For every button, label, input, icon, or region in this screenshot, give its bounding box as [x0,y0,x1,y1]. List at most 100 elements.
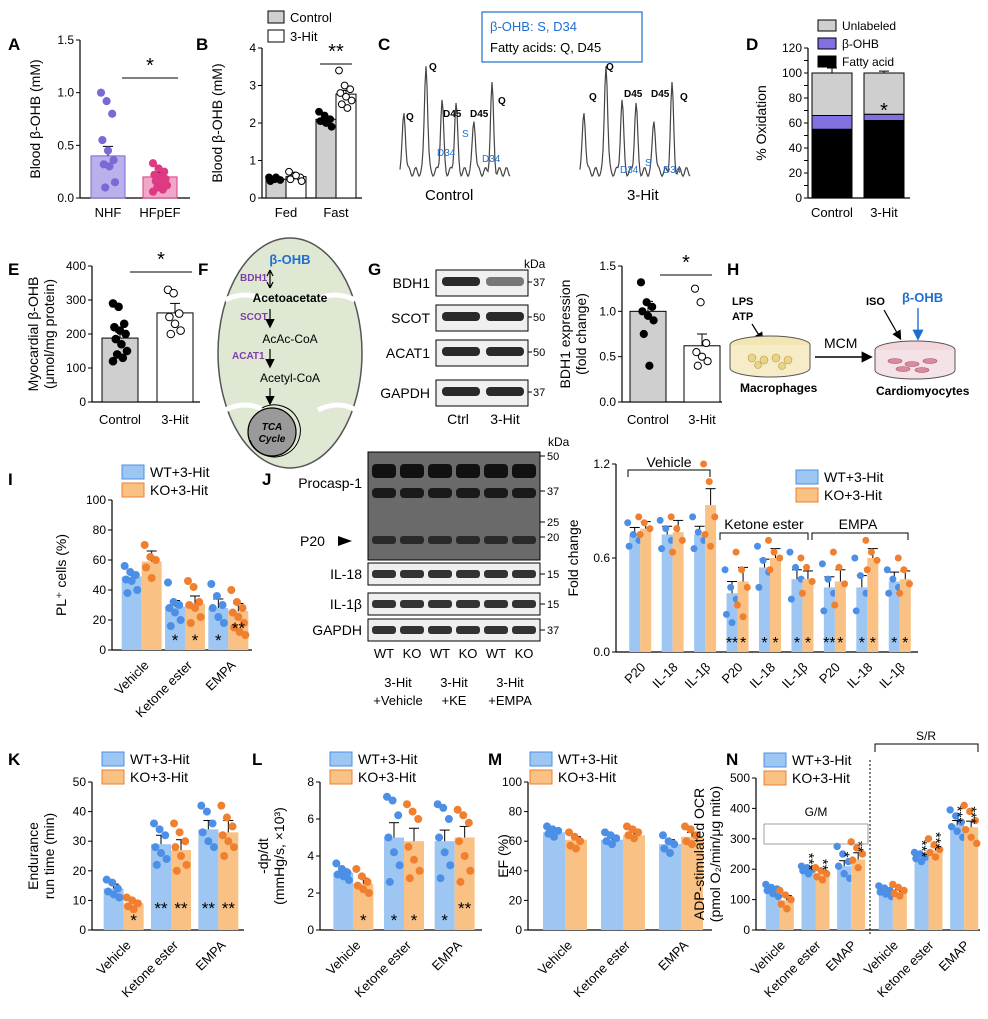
legend-label-wt: WT+3-Hit [150,464,210,480]
data-point [459,811,468,820]
data-point [666,849,674,858]
bar [888,581,900,652]
data-point [228,822,237,831]
legend-swatch-ko [529,769,553,785]
bar [765,890,780,930]
data-point [839,850,847,858]
blot-marker-label: 50 [533,312,545,324]
peak-q: Q [589,92,597,103]
data-point [766,566,774,574]
peak-q: Q [498,96,506,107]
significance-star: ** [458,899,472,918]
bar [759,567,770,652]
data-point [733,601,741,609]
blot-marker-label: 25 [547,517,559,529]
bar [629,534,641,652]
x-tick-label: Vehicle [323,938,363,978]
data-point [151,556,160,564]
data-point [831,601,839,609]
legend-swatch-ko [763,770,787,786]
data-point [166,622,175,630]
legend-label-wt: WT+3-Hit [558,751,618,767]
blot-protein-label: GAPDH [312,622,362,638]
legend-swatch-fatty-acid [817,55,837,68]
group-bracket-vehicle [627,469,711,477]
data-point [787,895,795,904]
data-point [198,828,207,837]
significance-star: ** [154,899,168,918]
y-tick-label: 0.0 [57,191,74,205]
data-point [754,542,761,550]
y-tick-label: 8 [307,775,314,789]
data-point [131,571,140,579]
data-point [702,338,711,348]
chromatogram-key-fatty: Fatty acids: Q, D45 [490,40,601,55]
data-point [799,867,807,875]
y-tick-label: 60 [509,834,523,848]
data-point [565,828,573,837]
data-point [572,844,580,853]
data-point [105,162,114,171]
panel-letter-i: I [8,470,13,489]
data-point [755,583,763,591]
panel-letter-b: B [196,35,208,54]
blot-lane-label: WT [486,646,506,661]
peak-labels: Q Q D45 D45 Q Q Q D45 D45 Q [406,62,688,123]
significance-star: * [172,631,179,650]
bar [867,558,879,652]
legend-label-3hit: 3-Hit [290,29,318,44]
blot-band [428,464,452,478]
chromatogram-trace-control [399,66,511,178]
blot-group-label: 3-Hit [496,675,524,690]
panel-letter-k: K [8,750,21,769]
x-tick-label: EMPA [429,937,465,973]
data-point [727,583,735,591]
data-point [165,604,174,612]
y-tick-label: 0 [79,923,86,937]
data-point [820,607,828,615]
significance-star: *** [963,806,980,824]
blot-protein-label: SCOT [391,310,430,326]
blot-band [512,626,536,634]
legend-swatch-wt [329,751,353,767]
x-tick-label: HFpEF [139,205,180,220]
data-point [550,832,558,841]
data-point [436,874,445,883]
blot-group-label: 3-Hit [384,675,412,690]
data-point [121,329,130,339]
data-point [148,159,158,168]
scheme-mcm: MCM [824,335,857,351]
group-label: G/M [805,805,828,819]
data-point [649,316,658,325]
data-point [114,302,123,312]
blot-band [372,488,396,498]
data-point [162,854,171,863]
peak-s: S [645,158,652,169]
significance-star: * [761,635,767,652]
legend-swatch-wt [529,751,553,767]
x-tick-label: P20 [621,660,648,687]
legend-swatch-ko [795,487,819,503]
x-tick-label: P20 [719,660,746,687]
group-label: Ketone ester [724,516,804,532]
bar [856,587,868,652]
data-point [656,516,664,524]
data-point [774,892,783,901]
data-point [174,309,184,318]
data-point [229,843,238,852]
significance-star: ** [232,619,246,638]
blot-marker-label: 37 [547,625,559,637]
data-point [335,66,343,75]
data-point [686,825,695,834]
data-point [158,185,167,194]
data-point [931,853,940,861]
data-point [759,556,767,564]
data-point [161,831,170,840]
data-point [410,855,418,864]
data-point [224,837,233,846]
y-tick-label: 2 [307,886,314,900]
data-point [692,831,701,840]
blot-band [486,347,524,356]
